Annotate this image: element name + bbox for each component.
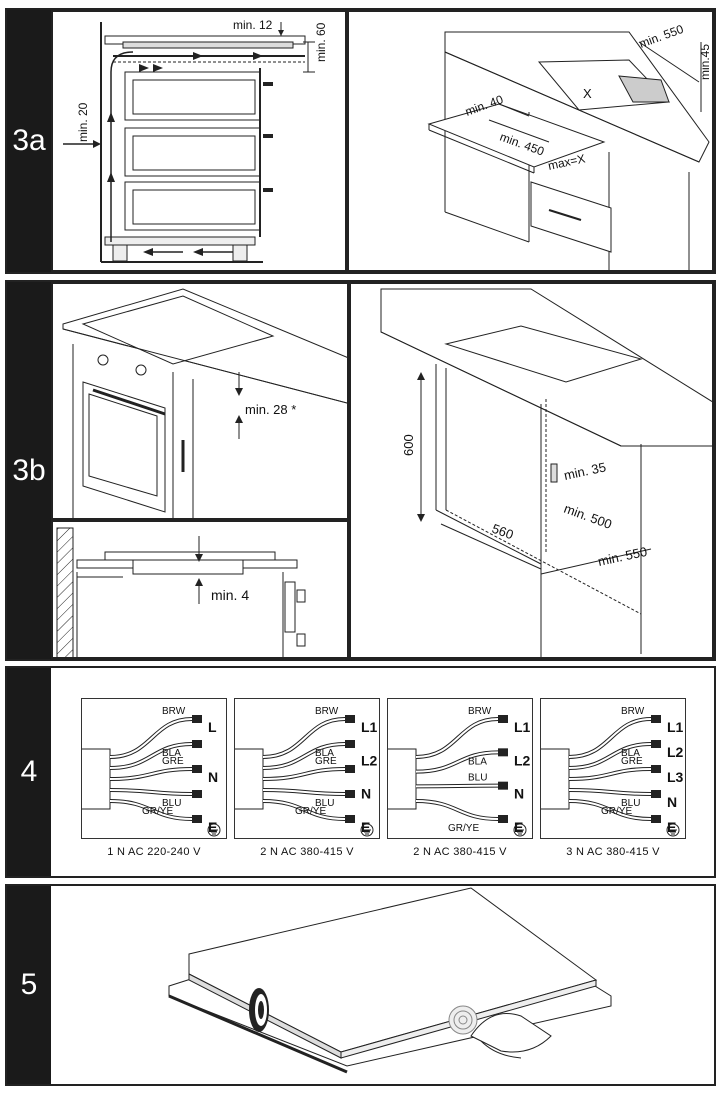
terminal-label: L2 <box>361 752 378 768</box>
wire-label: GR/YE <box>448 823 479 834</box>
terminal-label: N <box>361 786 371 802</box>
terminal-label: L2 <box>514 752 531 768</box>
terminal-label: E <box>208 819 217 835</box>
dim-min-28: min. 28 * <box>245 402 296 417</box>
ground-symbol-icon <box>666 823 680 837</box>
wire-label: BLA <box>621 748 640 759</box>
hand-icon <box>470 1013 552 1059</box>
dim-x: X <box>583 86 592 101</box>
terminal-label: N <box>208 769 218 785</box>
dim-560: 560 <box>490 521 516 543</box>
wire-label: BRW <box>621 706 645 717</box>
wiring-caption: 1 N AC 220-240 V <box>107 846 201 858</box>
ground-symbol-icon <box>207 823 221 837</box>
wire-label: BLU <box>162 798 181 809</box>
wire-label: BRW <box>468 706 492 717</box>
section-5-tab: 5 <box>7 886 51 1084</box>
dim-min-4: min. 4 <box>211 587 249 603</box>
section-3a-number: 3a <box>12 124 46 157</box>
terminal-label: L1 <box>361 719 378 735</box>
hob-section-diagram: min. 4 <box>56 527 306 657</box>
ventilation-diagram: min. 12 min. 60 min. 20 <box>63 18 328 263</box>
dim-min-35: min. 35 <box>563 459 608 483</box>
terminal-label: L3 <box>667 769 684 785</box>
terminal-label: E <box>361 819 370 835</box>
ground-symbol-icon <box>513 823 527 837</box>
wire-label: GR/YE <box>142 806 173 817</box>
terminal-label: L2 <box>667 744 684 760</box>
section-4-number: 4 <box>20 755 38 788</box>
wire-label: BLU <box>621 798 640 809</box>
seal-tape-icon <box>249 988 269 1032</box>
panel-3b-section: min. 4 <box>51 520 349 659</box>
dim-min-550-3a: min. 550 <box>637 22 685 51</box>
terminal-label: L <box>208 719 217 735</box>
dim-min-12: min. 12 <box>233 18 273 32</box>
wiring-caption: 3 N AC 380-415 V <box>566 846 660 858</box>
terminal-label: N <box>514 786 524 802</box>
panel-3a-ventilation: min. 12 min. 60 min. 20 <box>51 10 347 272</box>
terminal-label: E <box>667 819 676 835</box>
wire-label: GRE <box>621 756 643 767</box>
wire-label: GRE <box>315 756 337 767</box>
cutout-diagram: min. 550 min.45 min. 40 X min. 450 max=X <box>427 22 712 270</box>
panel-3b-builtin: 600 min. 35 560 min. 500 min. 550 <box>349 282 714 659</box>
section-5-number: 5 <box>20 968 38 1001</box>
panel-3a-cutout: min. 550 min.45 min. 40 X min. 450 max=X <box>347 10 714 272</box>
terminal-label: N <box>667 794 677 810</box>
wire-label: BLU <box>468 773 487 784</box>
seal-application-diagram <box>168 887 612 1074</box>
oven-under-hob-diagram: min. 28 * <box>62 288 347 518</box>
wire-label: BLA <box>315 748 334 759</box>
section-5: 5 <box>5 884 716 1086</box>
terminal-label: E <box>514 819 523 835</box>
panel-5-seal <box>51 886 714 1084</box>
section-4-tab: 4 <box>7 668 51 876</box>
terminal-label: L1 <box>667 719 684 735</box>
dim-600: 600 <box>401 434 416 456</box>
wire-label: BRW <box>162 706 186 717</box>
built-in-oven-diagram: 600 min. 35 560 min. 500 min. 550 <box>380 288 712 657</box>
wire-label: GRE <box>162 756 184 767</box>
dim-min-60: min. 60 <box>314 22 328 62</box>
panel-3b-oven: min. 28 * <box>51 282 349 520</box>
seal-roll-detail-icon <box>448 1005 478 1035</box>
section-3b: 3b min. 28 * <box>5 280 716 661</box>
dim-min-20: min. 20 <box>76 102 90 142</box>
wiring-caption: 2 N AC 380-415 V <box>413 846 507 858</box>
wire-label: BRW <box>315 706 339 717</box>
section-3b-number: 3b <box>12 453 46 487</box>
section-3a: 3a <box>5 8 716 274</box>
wire-label: GR/YE <box>295 806 326 817</box>
dim-min-500: min. 500 <box>562 501 614 532</box>
wire-label: BLA <box>468 756 487 767</box>
dim-min-45: min.45 <box>698 44 712 80</box>
wire-label: GR/YE <box>601 806 632 817</box>
section-3b-tab: 3b <box>7 282 51 659</box>
section-3a-tab: 3a <box>7 10 51 272</box>
wire-label: BLU <box>315 798 334 809</box>
wire-label: BLA <box>162 748 181 759</box>
wiring-caption: 2 N AC 380-415 V <box>260 846 354 858</box>
terminal-label: L1 <box>514 719 531 735</box>
ground-symbol-icon <box>360 823 374 837</box>
